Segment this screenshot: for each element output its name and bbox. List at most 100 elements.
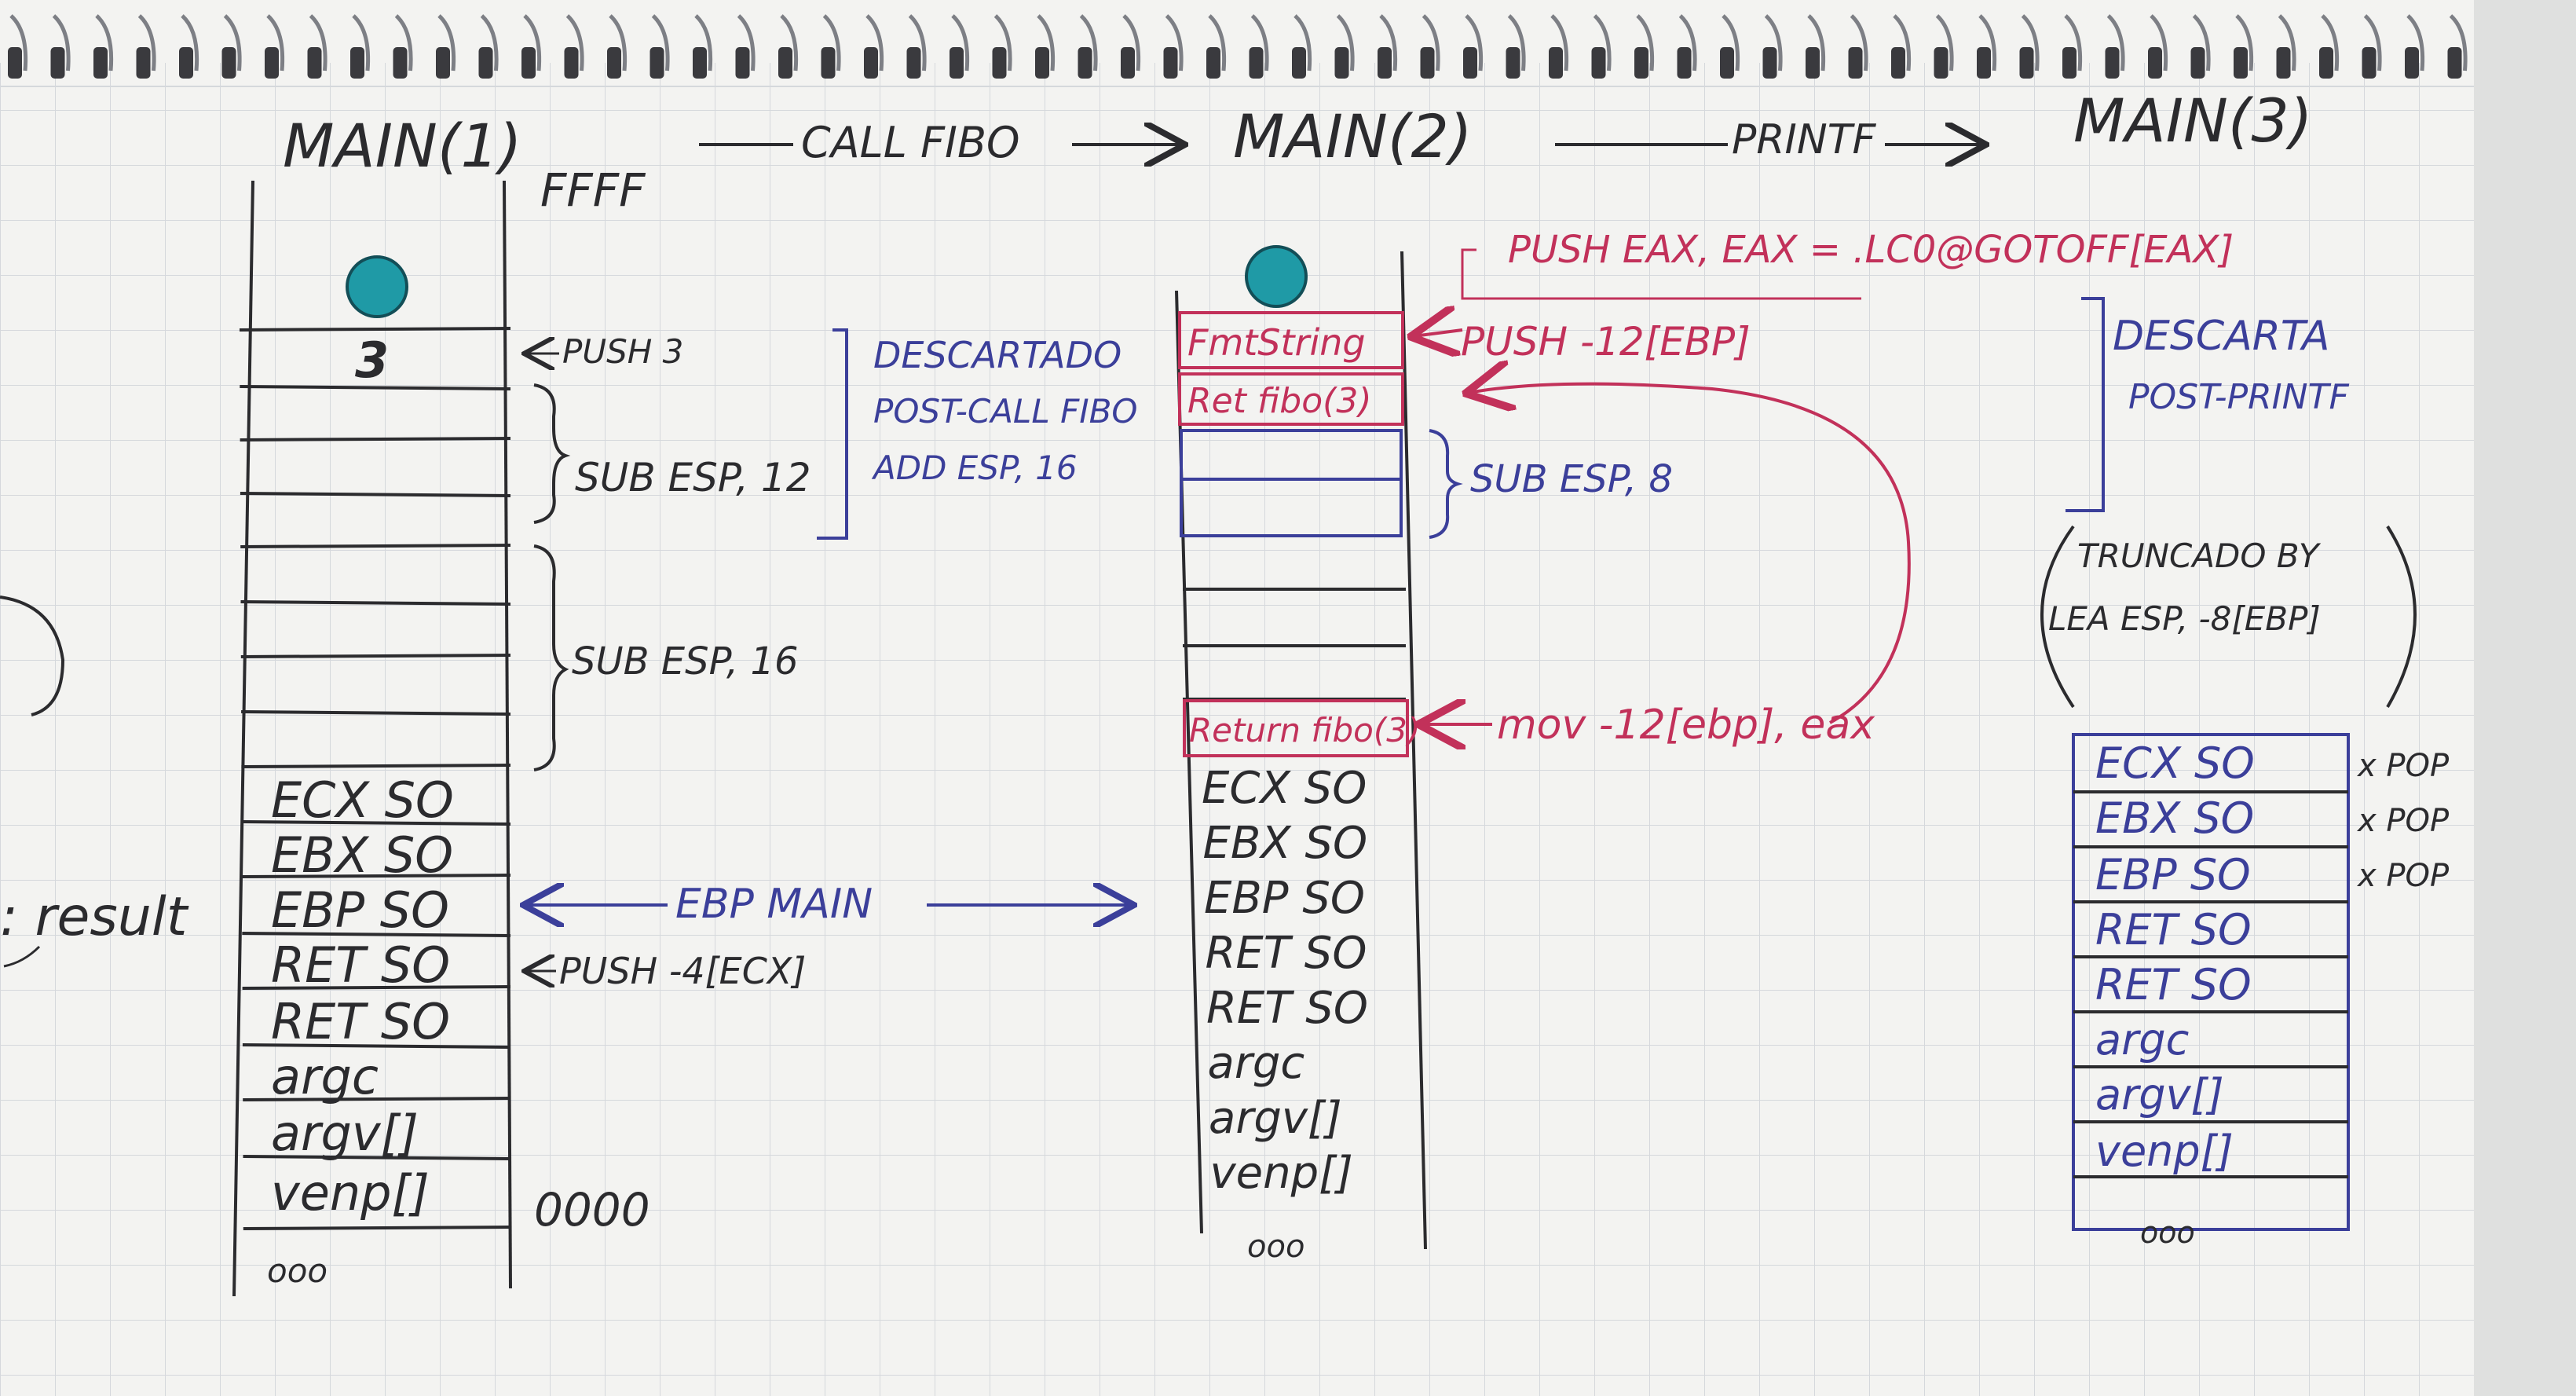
ring-hole [950, 47, 964, 79]
mov-note: mov -12[ebp], eax [1497, 702, 1875, 749]
ring-hole [1292, 47, 1306, 79]
main1-cell-0: ECX SO [271, 771, 454, 829]
ring-wire [1893, 14, 1912, 71]
ring-hole [1806, 47, 1820, 79]
left-arrow-fragment [3, 945, 41, 968]
main1-cell-4: RET SO [271, 993, 450, 1050]
main3-cell-0: ECX SO [2095, 738, 2255, 788]
ring-wire [651, 14, 670, 71]
ring-wire [694, 14, 713, 71]
main2-ellipsis: ooo [1247, 1229, 1304, 1265]
spiral-ring [735, 14, 756, 79]
main3-ellipsis: ooo [2140, 1215, 2195, 1250]
ring-hole [1121, 47, 1135, 79]
ring-hole [1163, 47, 1178, 79]
main1-cell-7: venp[] [271, 1164, 430, 1222]
ring-wire [1379, 14, 1398, 71]
ring-hole [1378, 47, 1392, 79]
ring-wire [352, 14, 371, 71]
spiral-ring [2105, 14, 2125, 79]
main1-ellipsis: ooo [267, 1251, 327, 1290]
ring-wire [1336, 14, 1355, 71]
main1-row-line [242, 985, 511, 990]
ring-hole [393, 47, 408, 79]
descartado-bracket [817, 328, 848, 540]
ring-wire [1550, 14, 1569, 71]
ring-hole [2062, 47, 2077, 79]
spiral-ring [2190, 14, 2211, 79]
spiral-ring [778, 14, 799, 79]
ring-hole [2148, 47, 2162, 79]
left-brace-fragment [0, 595, 65, 716]
spiral-ring [350, 14, 371, 79]
spiral-ring [950, 14, 970, 79]
spiral-ring [2276, 14, 2296, 79]
ring-wire [993, 14, 1012, 71]
push-ebp-note: PUSH -12[EBP] [1461, 319, 1751, 365]
main3-cell-3: RET SO [2095, 905, 2252, 954]
ring-hole [778, 47, 792, 79]
red-top-bracket [1461, 248, 1861, 300]
spiral-ring [393, 14, 413, 79]
spiral-ring [478, 14, 499, 79]
ret-fibo-cell [1178, 372, 1404, 426]
ring-wire [865, 14, 884, 71]
ring-hole [478, 47, 493, 79]
main3-stack-frame [2072, 733, 2350, 1231]
sub8-note: SUB ESP, 8 [1470, 457, 1673, 501]
ring-hole [1206, 47, 1220, 79]
ring-wire [1764, 14, 1783, 71]
spiral-ring [906, 14, 927, 79]
truncado-line1: TRUNCADO BY [2077, 537, 2322, 575]
ring-hole [1078, 47, 1092, 79]
spiral-ring [1163, 14, 1184, 79]
main2-cell-6: argv[] [1209, 1093, 1342, 1144]
spiral-ring [2234, 14, 2254, 79]
ring-hole [1549, 47, 1563, 79]
main2-cell-5: argc [1208, 1038, 1305, 1089]
ring-hole [1506, 47, 1520, 79]
spiral-ring [864, 14, 884, 79]
ring-wire [1722, 14, 1740, 71]
ring-wire [780, 14, 799, 71]
ring-hole [1720, 47, 1734, 79]
ring-hole [2405, 47, 2419, 79]
descartado-line3: ADD ESP, 16 [871, 449, 1078, 487]
header-call-fibo: CALL FIBO [801, 118, 1020, 167]
main1-row-line [240, 654, 511, 658]
ring-hole [265, 47, 279, 79]
sub8-brace [1429, 429, 1463, 539]
spiral-ring [1334, 14, 1355, 79]
ring-wire [2449, 14, 2468, 71]
spiral-ring [1078, 14, 1098, 79]
main1-row-line [243, 1155, 511, 1160]
ring-hole [350, 47, 364, 79]
header-main3: MAIN(3) [2073, 86, 2312, 156]
ring-hole [2190, 47, 2205, 79]
right-shadow [2474, 0, 2576, 1396]
ring-wire [1978, 14, 1997, 71]
main1-row-line [243, 1226, 511, 1230]
spiral-ring [1549, 14, 1569, 79]
spiral-ring [1806, 14, 1826, 79]
main1-cell-1: EBX SO [271, 826, 453, 884]
ring-wire [1465, 14, 1484, 71]
spiral-ring [2148, 14, 2168, 79]
header-printf: PRINTF [1732, 116, 1876, 163]
ring-wire [181, 14, 199, 71]
return-fibo-label: Return fibo(3) [1189, 711, 1420, 749]
ring-wire [2106, 14, 2125, 71]
sub16-brace [533, 544, 569, 771]
main3-cell-5: argc [2095, 1015, 2189, 1064]
ring-wire [2021, 14, 2040, 71]
spiral-ring [821, 14, 841, 79]
ring-wire [2192, 14, 2211, 71]
ring-hole [649, 47, 664, 79]
ret-fibo-label: Ret fibo(3) [1187, 381, 1371, 421]
ring-wire [609, 14, 628, 71]
spiral-ring [265, 14, 285, 79]
main2-right-border [1400, 251, 1427, 1250]
